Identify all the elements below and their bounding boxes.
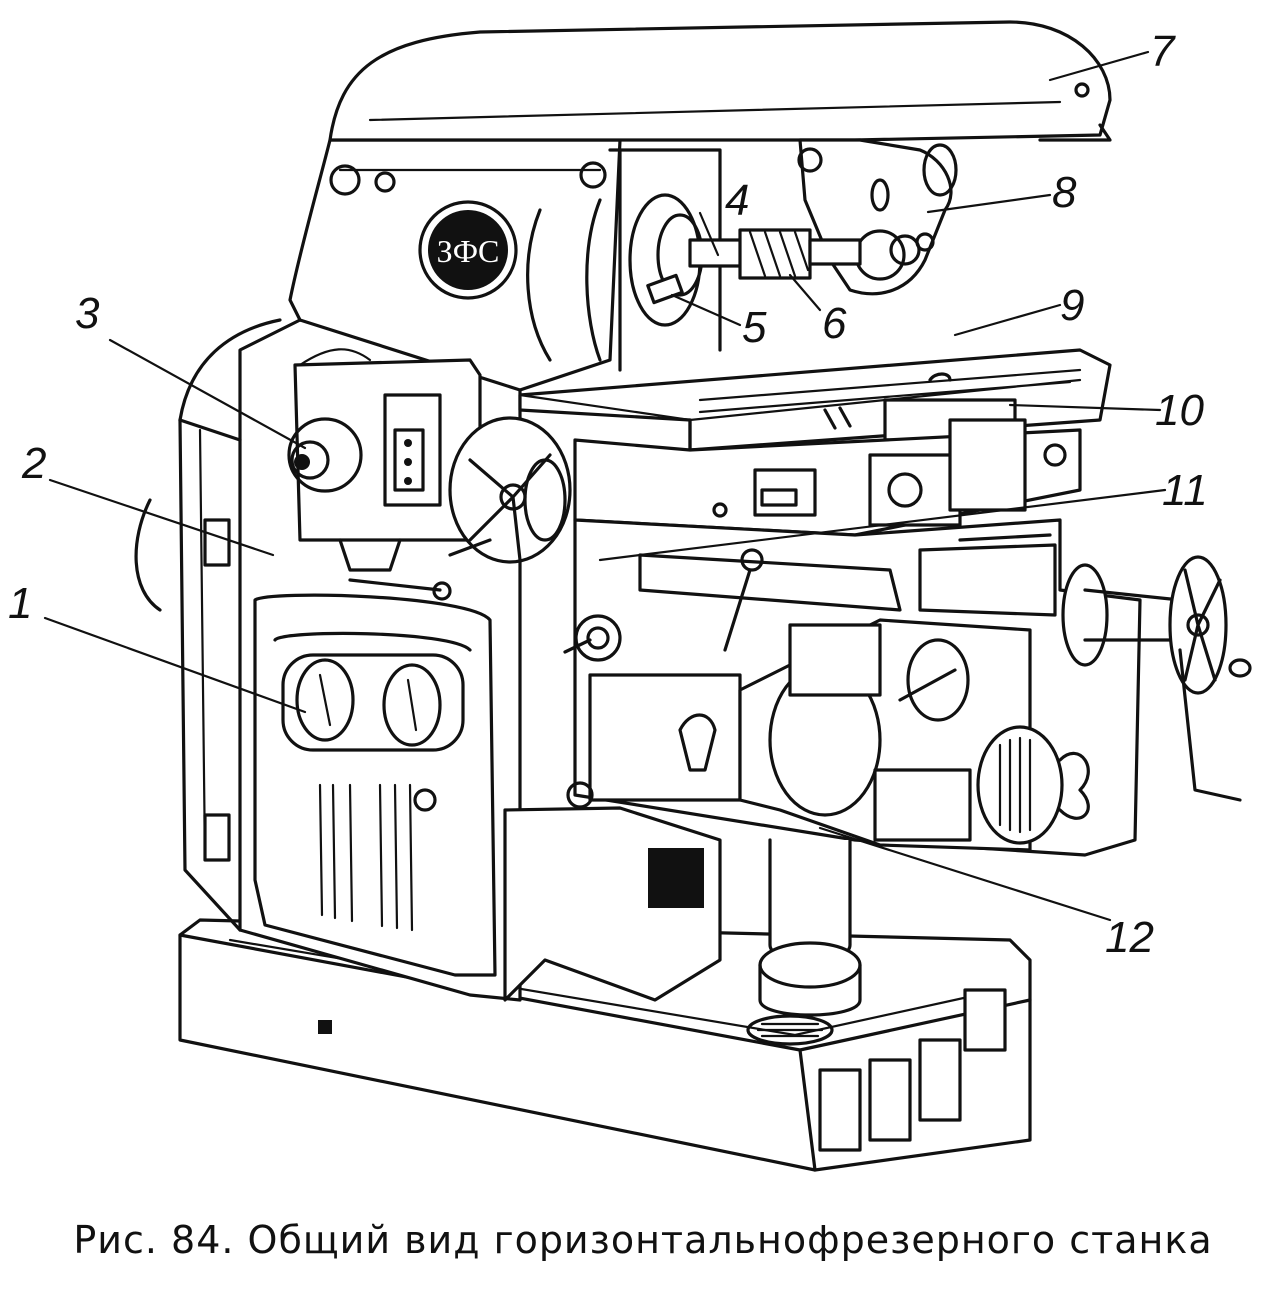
emblem-text: ЗФС — [437, 233, 500, 269]
label-5: 5 — [742, 303, 767, 352]
crossfeed-handwheel — [1061, 555, 1252, 802]
figure-caption: Рис. 84. Общий вид горизонтальнофрезерно… — [73, 1218, 1213, 1262]
overarm — [328, 20, 1112, 142]
arbor-support — [797, 138, 958, 296]
label-11: 11 — [1162, 466, 1208, 515]
manufacturer-emblem: ЗФС — [418, 200, 518, 300]
label-7: 7 — [1150, 27, 1176, 76]
knee — [563, 518, 1142, 857]
label-10: 10 — [1155, 386, 1204, 435]
elevating-screw — [503, 781, 862, 1017]
label-12: 12 — [1105, 913, 1154, 962]
label-4: 4 — [725, 176, 749, 225]
label-1: 1 — [8, 579, 32, 628]
part-labels: 1 2 3 4 5 6 7 8 9 10 11 12 — [8, 27, 1208, 962]
label-9: 9 — [1060, 281, 1084, 330]
label-6: 6 — [822, 299, 847, 348]
label-2: 2 — [21, 439, 46, 488]
table-handwheel — [448, 416, 572, 564]
label-8: 8 — [1052, 168, 1077, 217]
electrical-cabinet — [253, 593, 497, 977]
speed-gearbox — [287, 348, 482, 601]
label-3: 3 — [75, 289, 100, 338]
spindle-arbor — [628, 193, 862, 327]
milling-machine-figure: ЗФС — [8, 20, 1252, 1172]
leader-lines — [43, 50, 1167, 922]
saddle — [573, 418, 1082, 537]
